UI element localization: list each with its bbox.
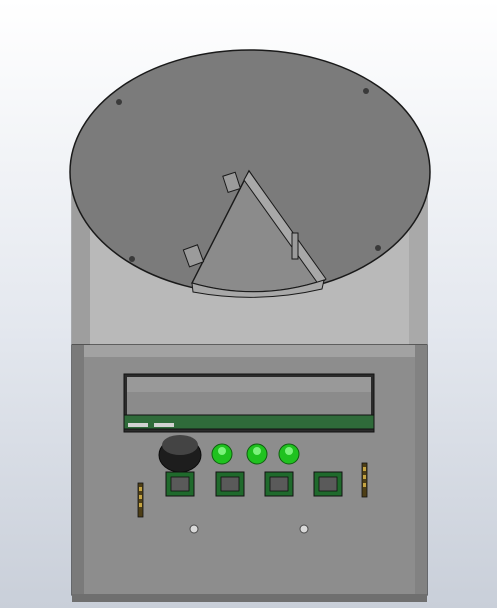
control-panel-left-bevel	[72, 345, 84, 595]
button-row[interactable]	[165, 471, 343, 497]
side-connectors	[137, 462, 368, 518]
control-panel-top-lip	[72, 345, 427, 357]
connector-right	[361, 462, 368, 498]
connector-left	[137, 482, 144, 518]
screw-hole-icon	[189, 524, 199, 534]
button-cap[interactable]	[269, 476, 289, 492]
screw-hole-icon	[299, 524, 309, 534]
led-row	[211, 443, 300, 465]
hatch-latch-left	[182, 244, 205, 268]
tactile-button-icon[interactable]	[165, 471, 195, 497]
connector-pin	[139, 487, 142, 491]
screw-hole-icon	[363, 88, 369, 94]
panel-mounting-holes	[189, 524, 309, 534]
lcd-pcb-silk	[154, 423, 174, 427]
connector-pin	[139, 503, 142, 507]
buzzer-top	[162, 435, 198, 455]
hatch-tab-right	[291, 232, 299, 260]
lcd-pcb-silk	[128, 423, 148, 427]
connector-pin	[363, 467, 366, 471]
led-highlight	[218, 447, 226, 455]
tactile-button-icon[interactable]	[313, 471, 343, 497]
screw-hole-icon	[375, 245, 381, 251]
connector-pin	[139, 495, 142, 499]
button-cap[interactable]	[170, 476, 190, 492]
control-panel-right-bevel	[415, 345, 427, 595]
hatch-bottom-rim	[191, 279, 325, 298]
tactile-button-icon[interactable]	[264, 471, 294, 497]
tactile-button-icon[interactable]	[215, 471, 245, 497]
button-cap[interactable]	[220, 476, 240, 492]
screw-hole-icon	[116, 99, 122, 105]
buzzer	[158, 435, 202, 473]
lcd-pcb	[123, 414, 375, 430]
screw-hole-icon	[129, 256, 135, 262]
triangular-hatch	[182, 169, 327, 298]
led-highlight	[285, 447, 293, 455]
lcd-module	[123, 373, 375, 433]
led-highlight	[253, 447, 261, 455]
connector-pin	[363, 483, 366, 487]
base-shadow	[72, 594, 427, 602]
lcd-screen-highlight	[127, 377, 371, 392]
connector-pin	[363, 475, 366, 479]
button-cap[interactable]	[318, 476, 338, 492]
hatch-latch-top	[222, 171, 242, 194]
